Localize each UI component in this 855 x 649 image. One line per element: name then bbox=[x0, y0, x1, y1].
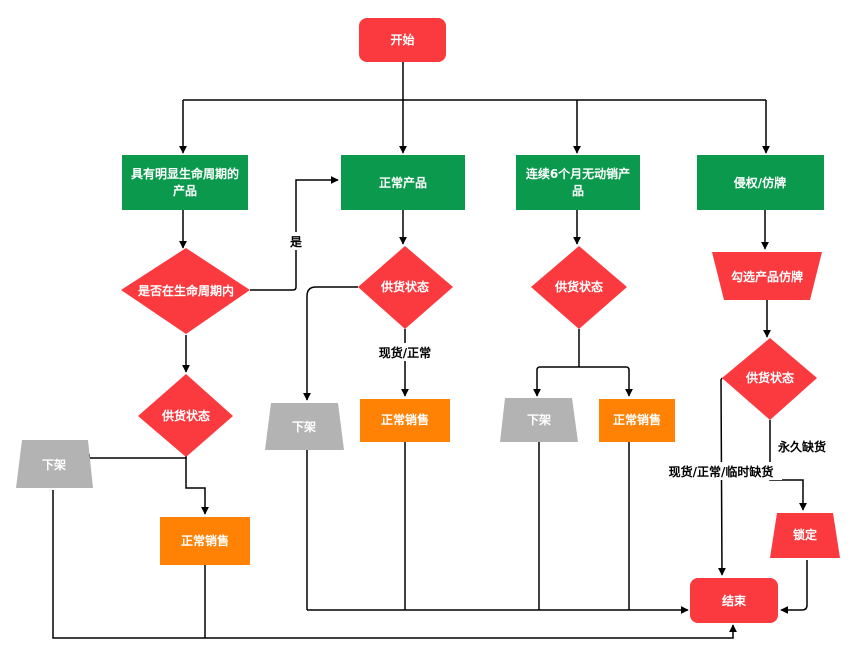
edge-label-in-stock-normal: 现货/正常 bbox=[379, 345, 431, 360]
lifecycle-product-label-line2: 产品 bbox=[173, 183, 197, 198]
supply-status-1-label: 供货状态 bbox=[161, 408, 210, 423]
lifecycle-product-label-line1: 具有明显生命周期的 bbox=[131, 166, 239, 181]
supply-status-decision-4: 供货状态 bbox=[722, 338, 817, 420]
normal-sales-2-label: 正常销售 bbox=[381, 412, 429, 427]
normal-sales-3-label: 正常销售 bbox=[613, 412, 661, 427]
edge-supply2-to-delist2 bbox=[303, 286, 358, 401]
start-node: 开始 bbox=[359, 18, 446, 62]
normal-sales-1-label: 正常销售 bbox=[181, 533, 229, 548]
edge-label-permanent-out: 永久缺货 bbox=[777, 439, 826, 454]
normal-product-label: 正常产品 bbox=[379, 175, 427, 190]
delist-node-2: 下架 bbox=[265, 403, 344, 450]
nodes: 开始 具有明显生命周期的 产品 正常产品 连续6个月无动销产 品 侵权/仿牌 是… bbox=[16, 18, 840, 623]
edge-supply4-to-lock bbox=[769, 420, 807, 511]
unsold-6m-node: 连续6个月无动销产 品 bbox=[516, 155, 640, 210]
start-label: 开始 bbox=[390, 32, 414, 47]
delist-node-1: 下架 bbox=[16, 440, 93, 488]
pick-counterfeit-label: 勾选产品仿牌 bbox=[731, 269, 803, 284]
edge-supply3-to-sales3 bbox=[579, 366, 633, 397]
supply-status-decision-1: 供货状态 bbox=[138, 374, 233, 457]
delist-2-label: 下架 bbox=[292, 419, 316, 434]
normal-sales-node-1: 正常销售 bbox=[160, 517, 250, 565]
edge-delist1-to-end bbox=[52, 490, 737, 639]
lifecycle-product-node: 具有明显生命周期的 产品 bbox=[122, 155, 248, 210]
normal-sales-node-3: 正常销售 bbox=[599, 399, 675, 442]
edge-lock-to-end bbox=[780, 560, 808, 614]
end-label: 结束 bbox=[722, 593, 747, 608]
unsold-6m-label-line2: 品 bbox=[572, 184, 584, 198]
end-node: 结束 bbox=[690, 578, 778, 623]
infringement-node: 侵权/仿牌 bbox=[697, 155, 824, 210]
edge-label-in-stock-temp-out: 现货/正常/临时缺货 bbox=[669, 464, 774, 479]
unsold-6m-label-line1: 连续6个月无动销产 bbox=[526, 166, 630, 181]
in-lifecycle-decision-label: 是否在生命周期内 bbox=[137, 283, 234, 298]
edge-supply3-to-delist3 bbox=[533, 366, 579, 397]
edge-supply1-to-delist1 bbox=[82, 454, 187, 462]
pick-counterfeit-node: 勾选产品仿牌 bbox=[712, 252, 822, 300]
supply-status-3-label: 供货状态 bbox=[554, 279, 603, 294]
supply-status-4-label: 供货状态 bbox=[745, 370, 794, 385]
edge-decision-yes bbox=[250, 176, 339, 291]
infringement-label: 侵权/仿牌 bbox=[733, 175, 786, 190]
in-lifecycle-decision: 是否在生命周期内 bbox=[121, 248, 250, 334]
delist-1-label: 下架 bbox=[42, 457, 66, 472]
lock-label: 锁定 bbox=[793, 527, 817, 542]
normal-product-node: 正常产品 bbox=[341, 155, 465, 210]
supply-status-decision-2: 供货状态 bbox=[358, 246, 453, 329]
supply-status-2-label: 供货状态 bbox=[380, 279, 429, 294]
delist-3-label: 下架 bbox=[527, 412, 551, 427]
lock-node: 锁定 bbox=[770, 513, 840, 558]
edge-label-yes: 是 bbox=[289, 235, 303, 249]
normal-sales-node-2: 正常销售 bbox=[360, 399, 450, 442]
edge-supply1-to-sales1 bbox=[185, 455, 209, 515]
edge-labels: 是 现货/正常 现货/正常/临时缺货 永久缺货 bbox=[287, 232, 832, 480]
edge-supply4-to-end bbox=[717, 377, 726, 576]
supply-status-decision-3: 供货状态 bbox=[531, 246, 627, 329]
edges bbox=[52, 62, 808, 639]
delist-node-3: 下架 bbox=[500, 398, 578, 442]
